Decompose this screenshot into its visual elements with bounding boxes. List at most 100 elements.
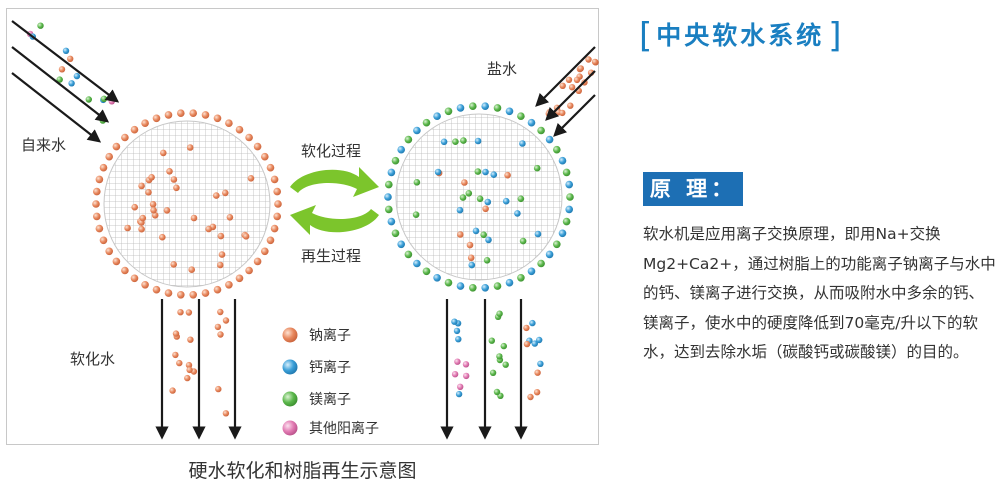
ion-particle <box>553 240 561 249</box>
ion-particle <box>454 358 461 365</box>
ion-particle <box>537 259 545 268</box>
flow-arrows <box>11 20 596 440</box>
legend-label-magnesium: 镁离子 <box>309 391 351 408</box>
ion-particle <box>112 257 121 266</box>
ion-particle <box>261 152 269 161</box>
ion-particle <box>461 179 468 186</box>
ion-particle <box>121 133 129 142</box>
ion-particle <box>553 145 561 154</box>
ion-particle <box>149 201 157 208</box>
ion-particle <box>184 374 191 382</box>
ion-particle <box>189 109 197 117</box>
ion-particle <box>68 80 75 87</box>
ion-particle <box>391 156 400 165</box>
ion-exchange-diagram: 自来水 盐水 软化过程 再生过程 软化水 钠离子 钙离子 镁离子 其他阳离子 <box>11 20 599 440</box>
ion-particle <box>100 95 108 103</box>
ion-particle <box>189 291 197 299</box>
ion-particle <box>565 180 573 189</box>
ion-particle <box>565 76 573 84</box>
ion-particle <box>130 125 139 134</box>
legend-swatch-magnesium <box>282 391 298 407</box>
ion-particle <box>457 383 464 390</box>
ion-particle <box>186 144 194 151</box>
ion-particle <box>163 207 171 214</box>
ion-particle <box>253 142 262 151</box>
ion-particle <box>433 112 441 120</box>
inflow-arrow-1 <box>11 20 120 103</box>
ion-particle <box>121 266 129 275</box>
ion-particle <box>519 140 526 147</box>
ion-particle <box>534 369 541 376</box>
ion-particle <box>558 229 567 238</box>
ion-particle <box>558 156 567 165</box>
ion-particle <box>242 233 250 240</box>
ion-particle <box>534 230 542 238</box>
ion-particle <box>172 351 179 359</box>
ion-particle <box>484 198 492 206</box>
ion-particle <box>217 232 225 240</box>
ion-particle <box>172 330 180 337</box>
ion-particle <box>215 385 222 393</box>
ion-particle <box>422 118 431 127</box>
ion-particle <box>190 214 198 222</box>
ion-particle <box>577 65 584 72</box>
ion-particle <box>505 278 514 287</box>
ion-particle <box>187 336 194 343</box>
ion-particle <box>213 192 220 199</box>
page-title: 中央软水系统 <box>656 21 825 50</box>
ion-particle <box>58 66 66 73</box>
title-block: [ 中央软水系统 ] <box>639 16 842 56</box>
ion-particle <box>490 171 498 178</box>
ion-particle <box>444 107 453 116</box>
legend-swatch-calcium <box>282 359 298 375</box>
ion-particle <box>533 389 541 396</box>
ion-particle <box>463 372 470 380</box>
ion-particle <box>505 107 514 116</box>
legend-swatch-other <box>282 420 298 436</box>
ion-particle <box>404 250 413 259</box>
ion-particle <box>500 342 507 350</box>
ion-particle <box>413 179 421 186</box>
ion-particle <box>217 308 224 316</box>
ion-particle <box>457 231 464 238</box>
inflow-arrow-2 <box>11 46 110 123</box>
ion-particle <box>266 236 275 245</box>
ion-particle <box>467 254 475 262</box>
ion-particle <box>455 390 463 398</box>
ion-particle <box>451 318 458 325</box>
ion-particle <box>433 274 441 282</box>
ion-particle <box>176 359 183 367</box>
ion-particle <box>235 125 244 134</box>
ion-particle <box>188 266 195 274</box>
ion-particle <box>159 233 166 241</box>
ion-particle <box>213 285 222 294</box>
ion-particle <box>105 247 113 256</box>
ion-particle <box>185 361 193 369</box>
ion-particle <box>545 135 554 144</box>
ion-particle <box>474 168 482 175</box>
ion-particle <box>391 229 400 238</box>
ion-particle <box>434 168 442 176</box>
ion-particle <box>152 285 161 294</box>
ion-particle <box>504 171 511 179</box>
ion-particle <box>585 56 592 63</box>
ion-particle <box>95 224 104 233</box>
ion-particle <box>533 164 541 172</box>
ion-particle <box>384 193 392 201</box>
ion-particle <box>529 319 536 327</box>
ion-particle <box>141 119 149 127</box>
diagram-caption: 硬水软化和树脂再生示意图 <box>188 460 417 482</box>
ion-particle <box>496 310 503 317</box>
ion-particle <box>531 340 538 347</box>
ion-particle <box>444 278 453 287</box>
label-softening-process: 软化过程 <box>301 142 361 160</box>
ion-particle <box>559 82 566 90</box>
ion-particle <box>562 168 571 177</box>
ion-particle <box>273 187 282 196</box>
title-right-bracket: ] <box>828 16 842 56</box>
label-salt-water: 盐水 <box>487 60 517 78</box>
ion-particle <box>253 257 262 266</box>
legend-label-calcium: 钙离子 <box>309 359 351 376</box>
ion-particle <box>247 175 255 182</box>
ion-particle <box>148 174 155 181</box>
